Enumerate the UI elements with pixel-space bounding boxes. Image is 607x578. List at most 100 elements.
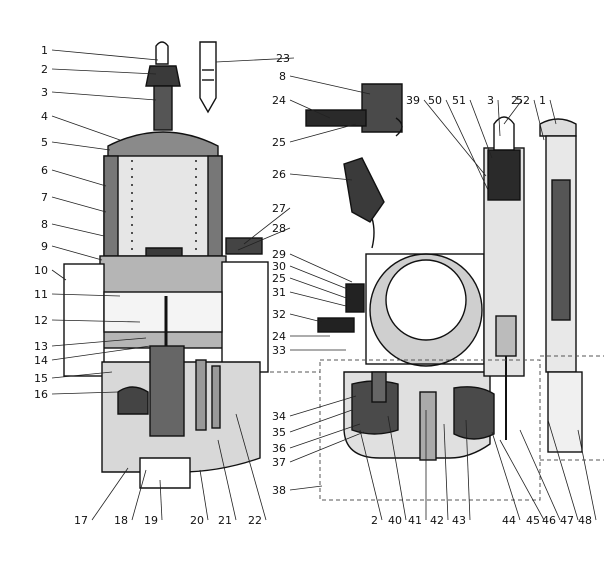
leader-line-32 [289,313,323,323]
leader-line-3 [51,91,157,101]
callout-label-3: 3 [41,86,48,99]
callout-label-12: 12 [34,314,48,327]
callout-label-23: 23 [276,52,290,65]
leader-line-9 [51,245,103,261]
slide-column-top [493,116,515,151]
leader-line-23 [215,57,295,63]
callout-label-34: 34 [272,410,286,423]
callout-label-37: 37 [272,456,286,469]
leader-line-34 [289,395,357,417]
leader-line-26 [289,173,353,181]
callout-label-41: 41 [408,514,422,527]
leader-line-15 [51,371,113,379]
separate-slide-jet [547,371,583,453]
throttle-stop-screw [345,283,365,313]
leader-line-22 [235,413,267,521]
callout-label-31: 31 [272,286,286,299]
callout-label-36: 36 [272,442,286,455]
leader-line-39 [423,99,487,177]
fitting-body [343,157,385,223]
callout-label-11: 11 [34,288,48,301]
leader-line-14 [51,345,151,361]
callout-label-18: 18 [114,514,128,527]
callout-label-50: 50 [428,94,442,107]
venturi [103,291,223,333]
callout-label-43: 43 [452,514,466,527]
leader-line-7 [51,196,107,213]
leader-line-8 [289,75,371,95]
leader-line-2 [51,68,157,75]
leader-line-38 [289,485,323,491]
callout-label-35: 35 [272,426,286,439]
callout-label-8: 8 [41,218,48,231]
leader-line-31 [289,291,347,307]
separate-slide-spring [551,179,571,321]
callout-label-32: 32 [272,308,286,321]
right-float-pin [371,371,387,403]
callout-label-51: 51 [452,94,466,107]
callout-label-2: 2 [371,514,378,527]
leader-line-36 [289,423,361,449]
callout-label-3: 3 [487,94,494,107]
leader-line-4 [51,115,121,141]
callout-label-42: 42 [430,514,444,527]
main-jet-holder [149,345,185,437]
intake-bore-right [221,261,269,373]
leader-line-3 [497,99,501,137]
leader-line-52 [533,99,545,141]
callout-label-16: 16 [34,388,48,401]
intake-bore-left [63,263,105,377]
pilot-screw [317,317,355,333]
leader-line-50 [445,99,489,191]
leader-line-27 [243,207,291,245]
float [117,386,149,415]
callout-label-20: 20 [190,514,204,527]
top-cover [107,131,219,159]
callout-label-1: 1 [41,44,48,57]
bowl-drain [139,457,191,489]
callout-label-44: 44 [502,514,516,527]
callout-label-48: 48 [578,514,592,527]
callout-label-52: 52 [516,94,530,107]
leader-line-19 [159,479,163,521]
leader-line-37 [289,431,365,463]
leader-line-45 [499,439,545,521]
callout-label-40: 40 [388,514,402,527]
leader-line-13 [51,337,147,347]
leader-lines [51,49,597,521]
callout-label-30: 30 [272,260,286,273]
chamber-wall-left [103,155,119,257]
leader-line-1 [549,99,557,125]
callout-label-24: 24 [272,94,286,107]
callout-label-19: 19 [144,514,158,527]
leader-line-2 [503,99,523,125]
fitting-26 [343,157,385,249]
leader-line-10 [51,269,67,281]
choke-cap [395,117,403,137]
choke-body [361,83,403,133]
leader-line-51 [469,99,493,159]
dashed-guides [270,355,604,501]
adjuster-screw [155,41,169,65]
guide-box-main [319,359,541,501]
callout-label-5: 5 [41,136,48,149]
starter-jet [211,365,221,429]
callout-label-47: 47 [560,514,574,527]
callout-label-46: 46 [542,514,556,527]
bore-inner [385,259,467,341]
choke-plunger [305,109,367,127]
choke-assembly [305,83,403,137]
callout-label-26: 26 [272,168,286,181]
callout-label-25: 25 [272,272,286,285]
air-tube [225,237,263,255]
leader-line-28 [237,227,291,251]
chamber-wall-right [207,155,223,257]
callout-label-17: 17 [74,514,88,527]
leader-line-25 [289,277,353,301]
callout-label-2: 2 [511,94,518,107]
leader-line-11 [51,293,121,297]
leader-line-43 [465,419,471,521]
